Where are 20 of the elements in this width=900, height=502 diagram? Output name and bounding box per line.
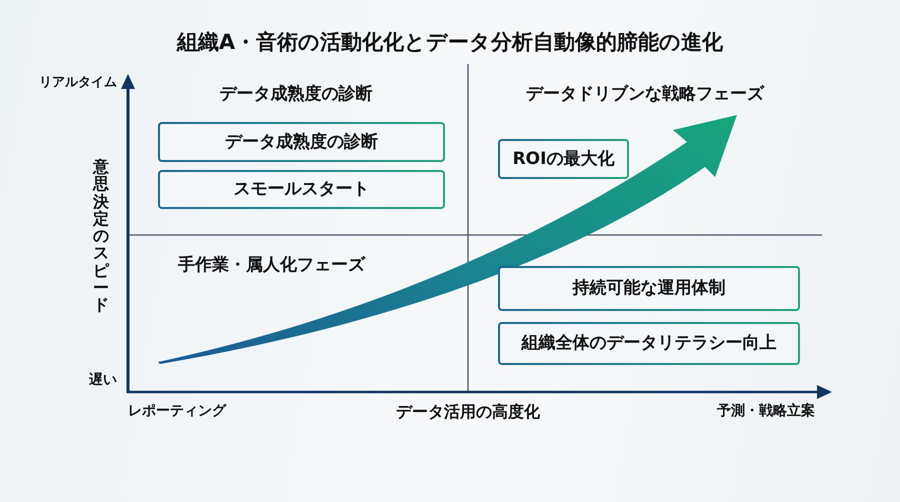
- initiative-box: [158, 170, 445, 209]
- axis-end-label: 予測・戦略立案: [717, 403, 815, 420]
- box-label: 持続可能な運用体制: [572, 278, 726, 299]
- initiative-box: [498, 322, 800, 365]
- quadrant-heading: データ成熟度の診断: [220, 84, 372, 104]
- axis-end-label: レポーティング: [128, 403, 226, 420]
- box-label: ROIの最大化: [512, 148, 614, 170]
- axis-end-label: 遅い: [89, 372, 117, 389]
- box-label: 組織全体のデータリテラシー向上: [522, 333, 776, 354]
- chart-title: 組織A・音術の活動化化とデータ分析自動像的腣能の進化: [176, 30, 724, 56]
- initiative-box: [158, 122, 445, 162]
- initiative-box: [498, 266, 800, 311]
- axis-title: データ活用の高度化: [396, 402, 540, 422]
- initiative-box: [498, 139, 629, 179]
- axis-end-label: リアルタイム: [39, 75, 117, 91]
- quadrant-heading: データドリブンな戦略フェーズ: [526, 84, 764, 104]
- axis-title: 意思決定のスピード: [92, 158, 110, 314]
- quadrant-heading: 手作業・属人化フェーズ: [178, 255, 365, 276]
- box-label: スモールスタート: [234, 179, 370, 200]
- box-label: データ成熟度の診断: [225, 132, 378, 152]
